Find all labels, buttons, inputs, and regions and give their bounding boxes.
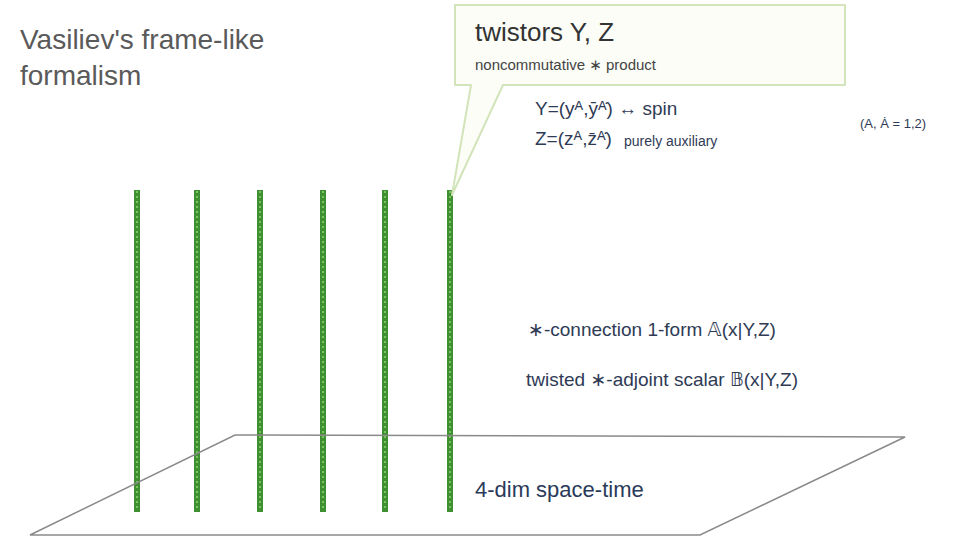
- fiber-texture: [196, 191, 198, 511]
- diagram-title: Vasiliev's frame-like formalism: [20, 22, 320, 94]
- spacetime-plane: 4-dim space-time: [28, 433, 908, 539]
- fiber-strand: [320, 190, 326, 512]
- plane-shape: [30, 435, 905, 535]
- formula-label: twisted ∗-adjoint scalar 𝔹(x|Y,Z): [526, 368, 798, 391]
- fiber-strand: [134, 190, 140, 512]
- fiber-strand: [382, 190, 388, 512]
- fiber-texture: [449, 191, 451, 511]
- fiber-strand: [257, 190, 263, 512]
- fiber-strands: [134, 190, 453, 512]
- formula-label: purely auxiliary: [624, 133, 717, 149]
- plane-outline: [28, 433, 908, 539]
- fiber-texture: [136, 191, 138, 511]
- callout-shape: [452, 5, 845, 195]
- fiber-texture: [384, 191, 386, 511]
- formula-label: (A, Ȧ = 1,2): [860, 116, 926, 131]
- callout-bubble: twistors Y, Z noncommutative ∗ product: [455, 5, 845, 85]
- formula-label: ∗-connection 1-form 𝔸(x|Y,Z): [528, 318, 776, 341]
- node-heading: twistors Y, Z: [475, 17, 614, 48]
- formula-label: Y=(yᴬ,ȳᴬ̇) ↔ spin: [535, 98, 677, 120]
- fiber-texture: [322, 191, 324, 511]
- fiber-strand: [447, 190, 453, 512]
- fiber-strand: [194, 190, 200, 512]
- node-heading: 4-dim space-time: [475, 477, 644, 503]
- formula-label: Z=(zᴬ,z̄ᴬ̇): [535, 128, 612, 150]
- fiber-texture: [259, 191, 261, 511]
- node-subtext: noncommutative ∗ product: [475, 56, 656, 74]
